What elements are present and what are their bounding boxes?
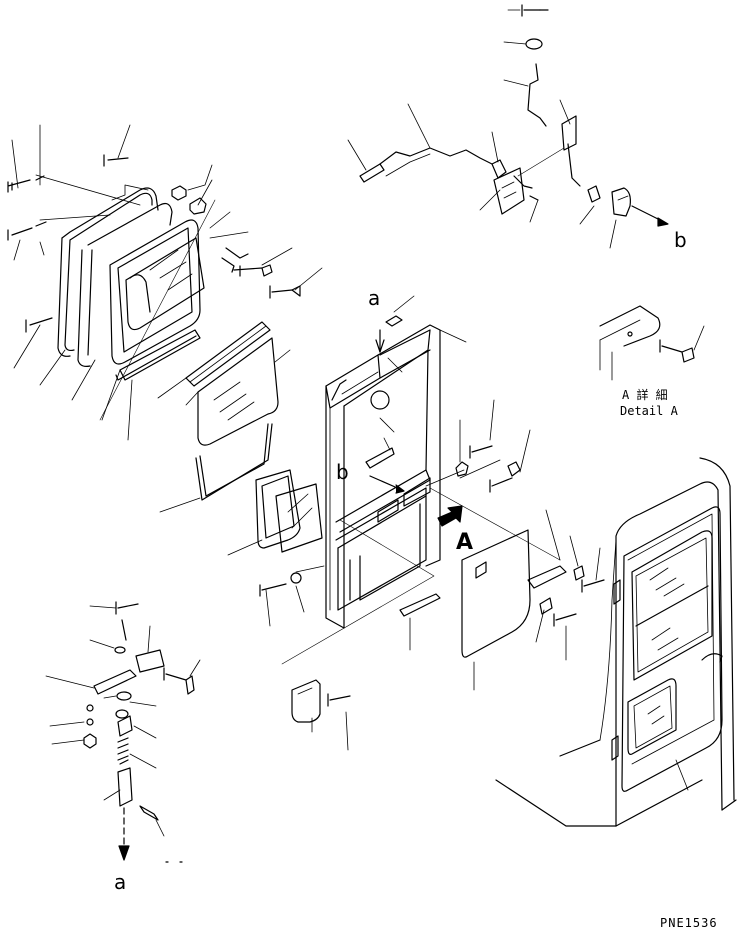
- detail-a-view: [599, 305, 705, 381]
- label-a-top: a: [368, 286, 381, 310]
- door-inner-panel: [461, 509, 605, 691]
- cab-body: [495, 457, 737, 827]
- lower-lock-assembly: [45, 601, 201, 863]
- lock-rod-assembly: [347, 4, 669, 249]
- drawing-code: PNE1536: [660, 916, 718, 930]
- door-frame: [259, 295, 561, 665]
- label-b-door: b: [336, 460, 349, 484]
- label-b-right: b: [674, 228, 687, 252]
- label-a-bottom: a: [114, 870, 127, 894]
- label-view-A: A: [456, 530, 474, 555]
- glass-panes: [157, 321, 323, 556]
- detail-a-title-jp: A 詳 細: [622, 388, 668, 402]
- window-frame-assembly: [7, 124, 323, 441]
- detail-a-title-en: Detail A: [620, 404, 678, 418]
- bolts-center: [455, 399, 531, 493]
- lower-center-parts: [291, 679, 351, 751]
